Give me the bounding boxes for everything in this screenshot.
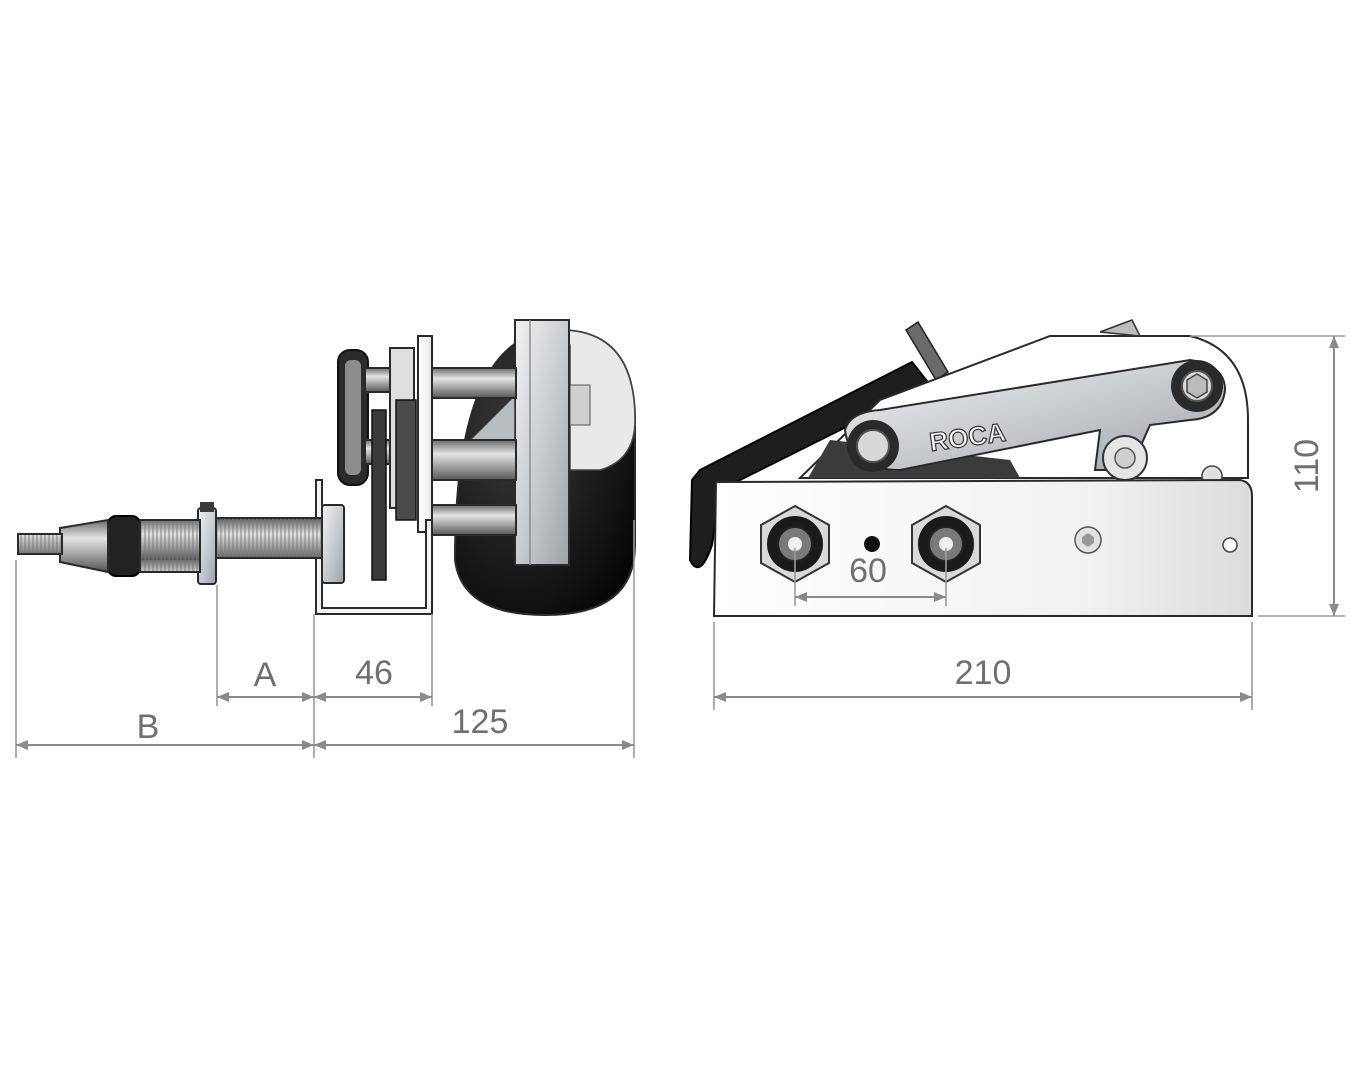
front-dimension-210	[713, 622, 1253, 710]
hex-socket-screw	[1074, 526, 1102, 554]
side-extension-lines	[15, 520, 635, 758]
standoffs	[429, 367, 517, 536]
drive-rollers	[337, 347, 417, 581]
side-dimension-lines	[16, 692, 634, 750]
dimension-label-210: 210	[955, 654, 1012, 692]
dimension-label-110: 110	[1288, 439, 1326, 493]
front-dimension-60	[794, 548, 947, 606]
mounting-hole	[1222, 537, 1238, 553]
dimension-label-125: 125	[452, 703, 509, 741]
front-dimension-110	[1190, 335, 1345, 617]
side-plate	[417, 335, 433, 533]
dimension-label-b: B	[137, 708, 160, 746]
dimension-label-a: A	[254, 656, 277, 694]
base-plate	[712, 478, 1253, 617]
side-view: A 46 B 125	[15, 319, 636, 758]
indicator-hole	[864, 536, 880, 552]
mounting-flange	[468, 319, 570, 566]
terminal-left	[760, 504, 830, 584]
dimension-label-46: 46	[355, 654, 393, 692]
threaded-shaft	[17, 502, 345, 585]
dimension-label-60: 60	[849, 552, 887, 590]
front-view: ROCA	[688, 319, 1345, 710]
pivot-bolts	[847, 360, 1223, 487]
